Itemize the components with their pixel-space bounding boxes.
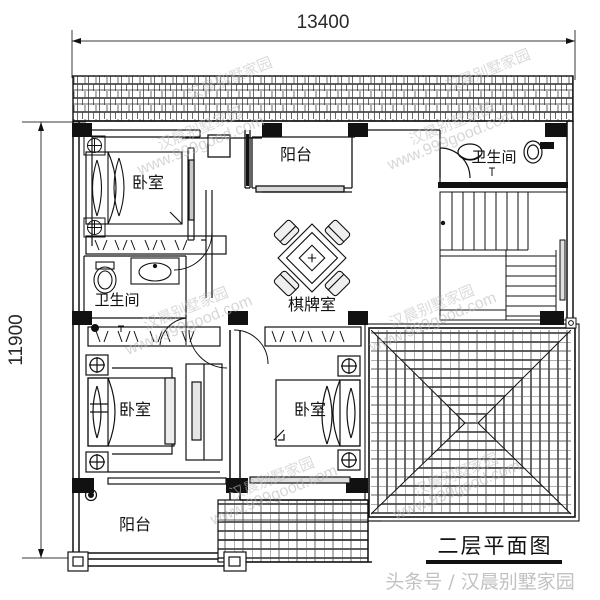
dimension-top-label: 13400 xyxy=(297,12,350,33)
dimension-left-label: 11900 xyxy=(6,314,27,365)
room-label-bathroom-right: 卫生间 xyxy=(471,148,516,166)
room-bathroom-right xyxy=(438,130,568,188)
door-swings-center xyxy=(173,231,269,369)
room-label-gameroom: 棋牌室 xyxy=(288,295,336,314)
chair xyxy=(324,270,351,297)
structural-columns xyxy=(72,123,567,493)
room-label-bedroom-bottom-left: 卧室 xyxy=(119,400,151,419)
corner-posts xyxy=(67,551,247,572)
ceiling-fixture xyxy=(83,135,106,238)
room-label-bathroom-left: 卫生间 xyxy=(94,291,139,309)
room-balcony-top xyxy=(182,129,440,193)
room-bedroom-bottom-mid xyxy=(249,326,362,484)
mahjong-table xyxy=(273,219,351,297)
chair xyxy=(273,219,300,246)
room-label-bedroom-bottom-mid: 卧室 xyxy=(294,400,326,419)
room-gameroom-center xyxy=(187,147,213,298)
chair xyxy=(324,219,351,246)
footer-watermark: 头条号 / 汉晨别墅家园 xyxy=(385,571,574,593)
room-bedroom-bottom-left xyxy=(85,326,227,485)
chair xyxy=(273,270,300,297)
room-label-balcony-top: 阳台 xyxy=(280,145,312,164)
dimension-top xyxy=(71,30,576,80)
hip-roof xyxy=(364,317,580,522)
top-eave-band xyxy=(72,75,574,122)
bed-top-left xyxy=(85,151,183,225)
room-bathroom-left xyxy=(83,255,187,332)
room-balcony-bottom xyxy=(84,488,98,502)
drawing-title: 二层平面图 xyxy=(438,534,553,558)
staircase xyxy=(439,191,568,321)
room-label-balcony-bottom: 阳台 xyxy=(119,515,151,534)
room-label-bedroom-top-left: 卧室 xyxy=(132,173,164,192)
